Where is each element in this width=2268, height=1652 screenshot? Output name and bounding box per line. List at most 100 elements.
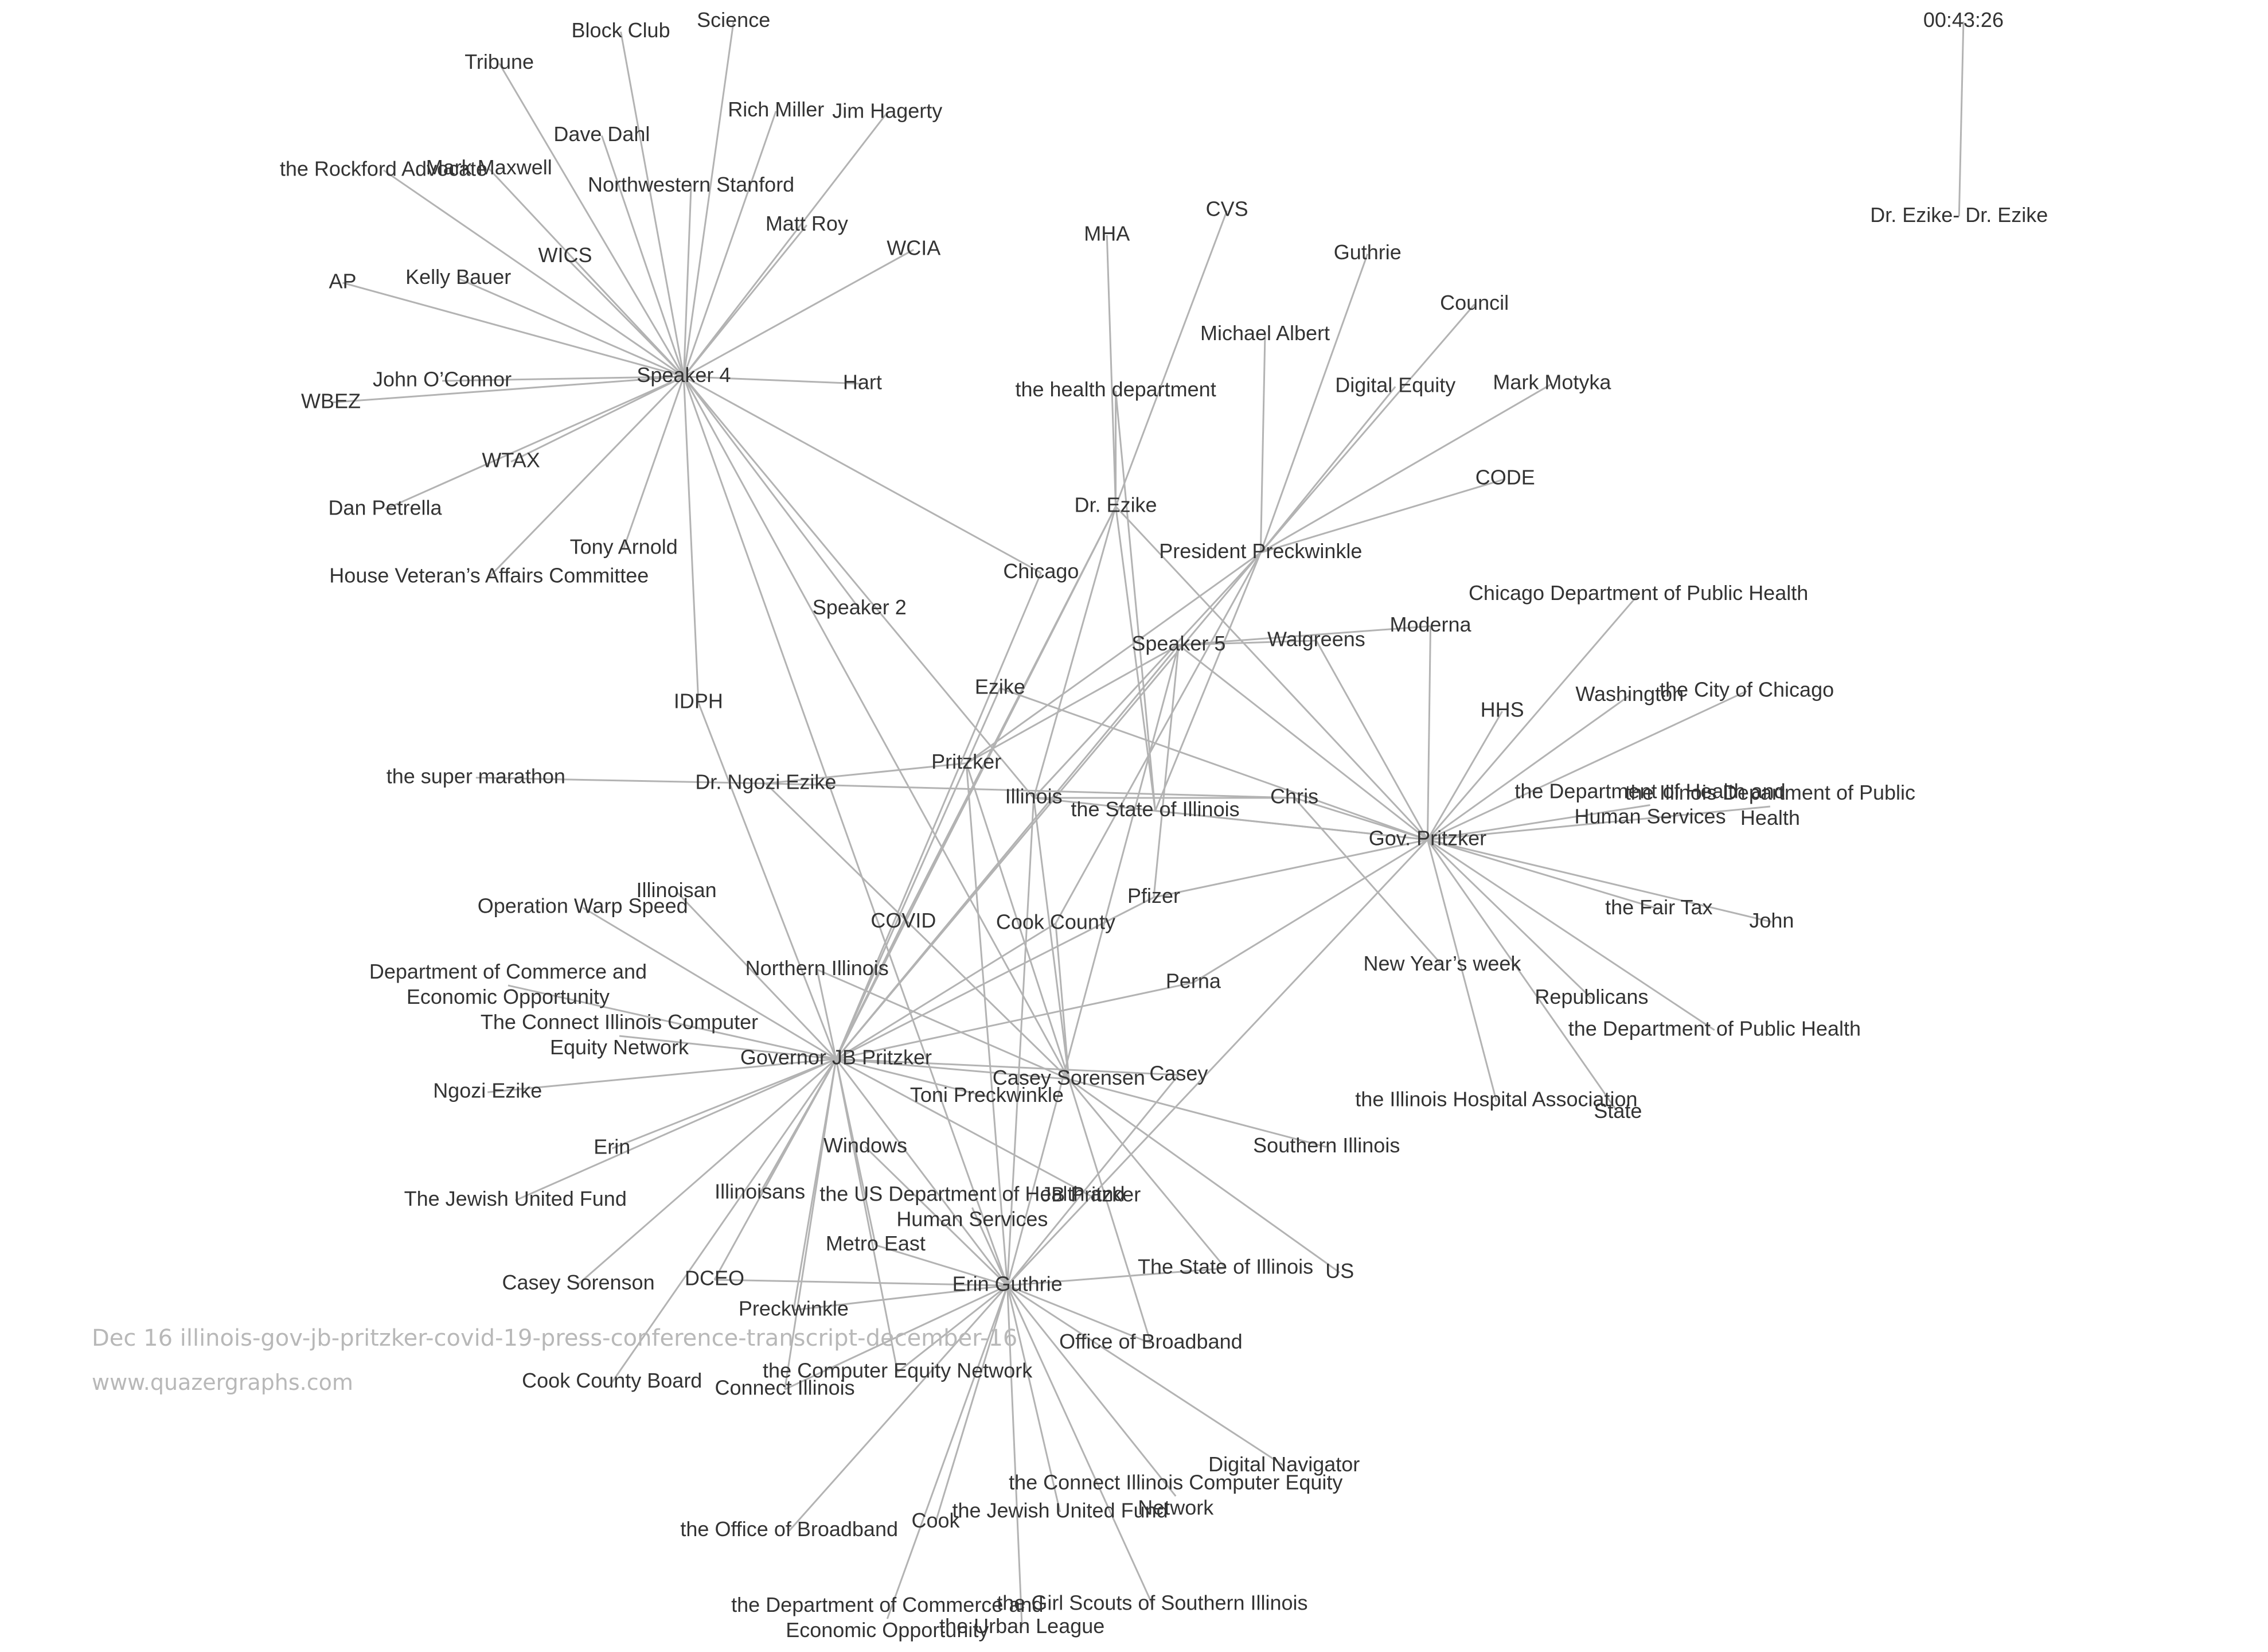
edge-pres_preckwinkle-code: [1260, 478, 1506, 554]
node-label-washington: Washington: [1575, 682, 1684, 706]
edge-gov_pritzker-john: [1427, 839, 1772, 923]
edge-gov_pritzker-cdph: [1427, 594, 1639, 840]
edge-pres_preckwinkle-mark_motyka: [1260, 383, 1553, 554]
edge-idph-governor_jb: [697, 702, 837, 1059]
edge-gov_pritzker-hhs: [1427, 711, 1503, 840]
edge-erin_guthrie-urban_league: [1006, 1285, 1023, 1628]
edge-pres_preckwinkle-michael_albert: [1259, 334, 1266, 553]
edge-erin_guthrie-casey: [1006, 1074, 1180, 1287]
node-label-ngozi-ezike: Ngozi Ezike: [433, 1079, 542, 1102]
node-label-john-oconnor: John O’Connor: [373, 368, 512, 391]
node-label-dph: the Department of Public Health: [1568, 1016, 1861, 1040]
node-label-op-warp: Operation Warp Speed: [478, 894, 688, 918]
node-label-office-broadband-the: the Office of Broadband: [680, 1517, 898, 1541]
edge-gov_pritzker-dph: [1427, 839, 1715, 1031]
node-label-matt-roy: Matt Roy: [766, 212, 848, 235]
edge-erin_guthrie-state_illinois_cap: [1007, 1267, 1226, 1287]
edge-dr_ezike-covid: [903, 506, 1117, 922]
edge-pres_preckwinkle-state_illinois: [1154, 552, 1262, 812]
edge-dr_ezike-mha: [1106, 235, 1117, 506]
node-label-jb-pritzker: JB Pritzker: [1041, 1183, 1141, 1206]
node-label-state-illinois: the State of Illinois: [1071, 797, 1239, 821]
node-label-dan-petrella: Dan Petrella: [328, 496, 442, 519]
edge-erin_guthrie-illinois: [1006, 797, 1035, 1286]
edge-governor_jb-ngozi_ezike: [487, 1058, 837, 1093]
node-label-computer-equity: the Computer Equity Network: [763, 1359, 1033, 1382]
node-label-house-vet: House Veteran’s Affairs Committee: [329, 564, 649, 587]
node-label-state: State: [1594, 1099, 1642, 1123]
edge-gov_pritzker-pfizer: [1153, 839, 1428, 898]
edge-speaker4-wbez: [330, 375, 684, 404]
edge-governor_jb-cicen: [619, 1035, 837, 1060]
node-label-new-years: New Year’s week: [1364, 952, 1522, 975]
node-label-chicago: Chicago: [1003, 559, 1079, 583]
node-label-wtax: WTAX: [482, 448, 540, 472]
node-label-southern-il: Southern Illinois: [1253, 1133, 1400, 1157]
node-label-casey-sorensen: Casey Sorensen: [993, 1066, 1145, 1089]
node-label-john: John: [1749, 909, 1794, 932]
edge-dr_ezike-illinois: [1033, 506, 1117, 798]
edge-erin_guthrie-metro_east: [875, 1244, 1008, 1287]
edge-governor_jb-illinoisans: [759, 1058, 837, 1194]
edge-speaker4-jim_hagerty: [683, 112, 888, 377]
node-label-jewish-fund-cap: The Jewish United Fund: [404, 1187, 627, 1210]
node-label-council: Council: [1440, 291, 1509, 314]
edge-governor_jb-erin: [611, 1058, 837, 1150]
node-label-toni-preckwinkle: Toni Preckwinkle: [910, 1083, 1064, 1106]
node-label-pritzker: Pritzker: [931, 750, 1001, 773]
edge-gov_pritzker-perna: [1193, 839, 1428, 984]
edge-speaker4-kelly_bauer: [458, 278, 684, 377]
edge-gov_pritzker-walgreens: [1315, 640, 1428, 840]
node-label-block-club: Block Club: [572, 18, 670, 42]
node-label-dr-ezike: Dr. Ezike: [1075, 493, 1157, 516]
edge-speaker5-gov_pritzker: [1178, 644, 1428, 841]
edge-erin_guthrie-connect_illinois: [784, 1284, 1008, 1390]
edge-governor_jb-casey_sorensen: [836, 1058, 1069, 1080]
edge-governor_jb-casey_sorenson: [577, 1058, 837, 1285]
edge-gov_pritzker-washington: [1427, 695, 1630, 841]
edge-governor_jb-ezike: [835, 688, 1001, 1059]
edge-dr_ezike-cvs: [1115, 210, 1228, 507]
node-label-idph: IDPH: [674, 689, 723, 712]
edge-casey_sorensen-southern_il: [1068, 1078, 1327, 1148]
node-label-cook-board: Cook County Board: [522, 1369, 702, 1392]
node-label-illinoisans: Illinoisans: [715, 1180, 805, 1203]
node-label-metro-east: Metro East: [826, 1232, 926, 1255]
node-label-super-marathon: the super marathon: [387, 764, 565, 788]
edge-governor_jb-erin_guthrie: [835, 1058, 1008, 1287]
edge-speaker4-tribune: [498, 63, 685, 377]
edge-speaker4-illinois: [683, 376, 1035, 798]
node-label-office-broadband: Office of Broadband: [1059, 1330, 1243, 1353]
node-label-code: CODE: [1475, 466, 1535, 489]
node-label-dceo: DCEO: [685, 1267, 744, 1290]
edge-gov_pritzker-dr_ezike: [1115, 505, 1428, 840]
node-label-jewish-fund: the Jewish United Fund: [952, 1499, 1168, 1522]
node-label-perna: Perna: [1166, 969, 1221, 992]
node-label-state-illinois-cap: The State of Illinois: [1138, 1254, 1313, 1278]
edge-casey_sorensen-northern_il: [817, 968, 1069, 1080]
edge-governor_jb-cook_county: [836, 922, 1056, 1060]
edge-gov_pritzker-moderna: [1426, 626, 1432, 840]
edge-gov_pritzker-state: [1427, 839, 1619, 1113]
node-label-pres-preckwinkle: President Preckwinkle: [1159, 539, 1362, 563]
node-label-speaker2: Speaker 2: [813, 595, 907, 619]
edge-speaker4-wics: [564, 256, 685, 377]
edge-speaker4-hart: [684, 375, 862, 385]
edge-gov_pritzker-il_hospital: [1426, 839, 1497, 1101]
edge-pres_preckwinkle-cook_county: [1055, 552, 1262, 924]
edge-governor_jb-jb_pritzker: [836, 1058, 1091, 1197]
edge-speaker4-chicago: [683, 376, 1042, 574]
edge-governor_jb-covid: [835, 921, 904, 1059]
edge-layer: [330, 21, 1965, 1628]
edge-gov_pritzker-city_chicago: [1427, 690, 1747, 841]
edge-speaker4-ap: [342, 282, 684, 377]
node-label-pfizer: Pfizer: [1127, 884, 1180, 907]
edge-governor_jb-op_warp: [582, 906, 837, 1060]
node-label-casey-sorenson: Casey Sorenson: [502, 1271, 654, 1294]
node-label-rockford: the Rockford Advocate: [280, 157, 487, 180]
edge-pres_preckwinkle-guthrie: [1259, 254, 1369, 553]
